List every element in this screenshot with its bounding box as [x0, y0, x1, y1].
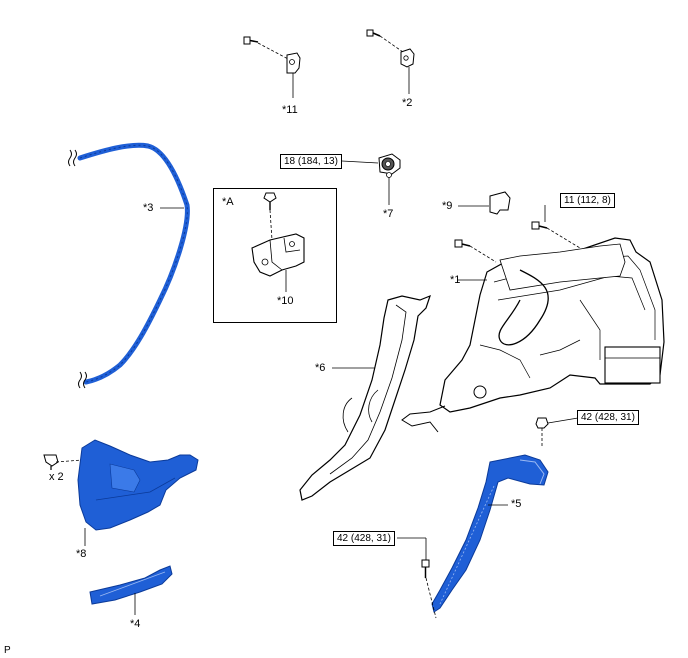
part-9-clip	[458, 191, 511, 215]
callout-part-11: *11	[282, 104, 298, 116]
callout-quantity: x 2	[49, 471, 64, 483]
part-10-bracket	[251, 192, 305, 292]
part-7-fastener	[341, 153, 401, 205]
part-11-clip	[243, 36, 301, 98]
callout-inset-a: *A	[222, 196, 234, 208]
part-4-strip	[89, 565, 173, 615]
part-11-screw	[243, 36, 259, 45]
callout-part-2: *2	[402, 97, 413, 109]
page-mark: P	[4, 645, 11, 656]
callout-part-8: *8	[76, 548, 87, 560]
part-10-screw	[263, 192, 277, 241]
callout-part-9: *9	[442, 200, 453, 212]
callout-part-7: *7	[383, 208, 394, 220]
part-5-nut	[535, 417, 579, 448]
torque-spec-part-1-bolt: 11 (112, 8)	[560, 193, 615, 208]
part-2-screw	[366, 29, 381, 37]
part-5-lower-trim	[431, 417, 579, 613]
inset-box-a	[213, 188, 337, 323]
part-8-scuff-plate	[43, 439, 199, 546]
part-3-weatherstrip	[68, 142, 190, 389]
torque-spec-part-7: 18 (184, 13)	[280, 154, 342, 169]
part-1-bolt-left	[454, 239, 497, 263]
torque-spec-part-5-nut: 42 (428, 31)	[577, 410, 639, 425]
part-1-deck-trim	[401, 237, 665, 433]
callout-part-1: *1	[450, 274, 461, 286]
callout-part-10: *10	[277, 295, 294, 307]
callout-part-5: *5	[511, 498, 522, 510]
callout-part-4: *4	[130, 618, 141, 630]
callout-part-3: *3	[143, 202, 154, 214]
part-6-pillar-garnish	[299, 294, 431, 501]
part-1-bolt-top	[531, 205, 581, 249]
part-5-bolt	[397, 537, 437, 619]
part-8-clip	[43, 454, 83, 470]
torque-spec-part-5-bolt: 42 (428, 31)	[333, 531, 395, 546]
callout-part-6: *6	[315, 362, 326, 374]
part-2-clip	[366, 29, 415, 94]
